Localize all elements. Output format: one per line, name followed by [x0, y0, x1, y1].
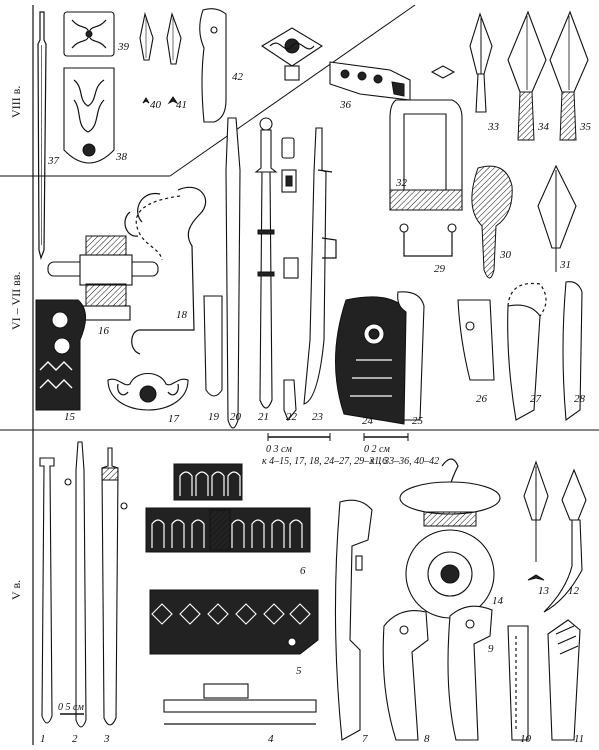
fig-num-23: 23 — [312, 411, 324, 423]
artifact-31-arrowhead — [537, 164, 577, 272]
plate-frame — [0, 4, 599, 745]
fig-num-18: 18 — [176, 309, 188, 321]
scale-label-2: 0 3 см — [266, 444, 292, 455]
fig-num-19: 19 — [208, 411, 220, 423]
fig-num-16: 16 — [98, 325, 110, 337]
artifact-27-bone — [507, 282, 547, 421]
artifact-28-bone — [562, 281, 583, 422]
artifact-18-fibula — [124, 186, 207, 355]
fig-num-42: 42 — [232, 71, 244, 83]
artifact-34-spearhead — [507, 10, 547, 141]
fig-num-6: 6 — [300, 565, 306, 577]
fig-num-21: 21 — [258, 411, 269, 423]
artifact-19-bone — [203, 295, 223, 397]
fig-num-29: 29 — [434, 263, 446, 275]
fig-num-7: 7 — [362, 733, 368, 745]
fig-num-25: 25 — [412, 415, 424, 427]
fig-num-12: 12 — [568, 585, 580, 597]
fig-num-2: 2 — [72, 733, 78, 745]
fig-num-13: 13 — [538, 585, 550, 597]
fig-num-30: 30 — [499, 249, 512, 261]
artifact-32-buckle — [389, 99, 463, 211]
fig-num-3: 3 — [103, 733, 110, 745]
artifact-15-plaque — [35, 299, 86, 411]
fig-num-33: 33 — [487, 121, 500, 133]
artifact-16-fitting — [47, 235, 159, 321]
fig-num-10: 10 — [520, 733, 532, 745]
fig-num-27: 27 — [530, 393, 542, 405]
fig-num-39: 39 — [117, 41, 130, 53]
artifact-30-pommel — [471, 165, 513, 279]
fig-num-9: 9 — [488, 643, 494, 655]
artifact-6-diadem — [145, 463, 311, 553]
fig-num-1: 1 — [40, 733, 46, 745]
artifact-41-arrowhead — [166, 12, 182, 105]
scale-bar-3 — [363, 433, 409, 441]
artifact-11-bone — [547, 619, 581, 741]
fig-num-20: 20 — [230, 411, 242, 423]
fig-num-24: 24 — [362, 415, 374, 427]
fig-num-17: 17 — [168, 413, 180, 425]
artifact-9-handle — [447, 605, 493, 741]
artifact-7-bone — [334, 499, 373, 741]
fig-num-11: 11 — [574, 733, 584, 745]
artifact-26-bone — [457, 299, 495, 381]
artifact-25-bone — [397, 291, 425, 421]
fig-num-28: 28 — [574, 393, 586, 405]
fig-num-37: 37 — [47, 155, 60, 167]
fig-num-41: 41 — [176, 99, 187, 111]
artifact-36-diamond — [430, 65, 456, 79]
scale-label-3: 0 2 см — [364, 444, 390, 455]
fig-num-35: 35 — [579, 121, 592, 133]
artifact-38-belt-tip — [63, 67, 115, 164]
fig-num-32: 32 — [395, 177, 408, 189]
fig-num-15: 15 — [64, 411, 76, 423]
fig-num-31: 31 — [559, 259, 571, 271]
artifact-42-bone-plate — [199, 8, 227, 123]
artifact-1-sword — [39, 457, 55, 724]
fig-num-38: 38 — [115, 151, 128, 163]
scale-bar-2 — [267, 433, 331, 441]
artifact-22-fittings — [281, 137, 299, 422]
artifact-3-sword — [101, 447, 128, 726]
artifact-29-staple — [399, 223, 457, 257]
fig-num-36: 36 — [339, 99, 352, 111]
artifact-39-plaque — [63, 11, 115, 57]
period-label-5c: V в. — [9, 580, 23, 600]
fig-num-4: 4 — [268, 733, 274, 745]
artifact-21-ring-sword — [254, 117, 278, 409]
artifact-33-spearhead — [469, 12, 493, 113]
artifact-17-ornament — [107, 372, 189, 411]
artifact-8-handle — [382, 610, 429, 741]
artifact-12-arrowhead — [543, 468, 587, 613]
scale-note-2: к 4–15, 17, 18, 24–27, 29–31, 33–36, 40–… — [262, 456, 439, 467]
fig-num-14: 14 — [492, 595, 504, 607]
artifact-36-belt-set — [260, 27, 411, 101]
artifact-14-mirror — [399, 458, 501, 619]
artifact-23-sabre — [303, 127, 337, 405]
artifact-40-arrowhead — [139, 11, 154, 104]
fig-num-26: 26 — [476, 393, 488, 405]
artifact-13-arrowhead — [523, 460, 549, 581]
fig-num-34: 34 — [537, 121, 550, 133]
figure-numbers: 1 2 3 4 5 6 7 8 9 10 11 12 13 14 15 16 1… — [40, 41, 592, 745]
fig-num-40: 40 — [150, 99, 162, 111]
fig-num-8: 8 — [424, 733, 430, 745]
artifact-20-blade — [225, 117, 241, 429]
period-label-8c: VIII в. — [9, 86, 23, 118]
artifact-10-bone — [507, 625, 529, 741]
scale-note-3: к 16 — [370, 456, 387, 467]
fig-num-5: 5 — [296, 665, 302, 677]
artifact-35-spearhead — [549, 10, 589, 141]
artifact-24-scabbard-fitting — [334, 296, 409, 425]
artifact-4-plate — [163, 683, 317, 725]
scale-label-1: 0 5 см — [58, 702, 84, 713]
period-label-6-7c: VI – VII вв. — [9, 272, 23, 330]
artifact-5-diadem — [149, 589, 319, 655]
fig-num-22: 22 — [286, 411, 298, 423]
artifact-37-sword — [37, 11, 47, 261]
artifact-2-sword — [64, 441, 87, 728]
